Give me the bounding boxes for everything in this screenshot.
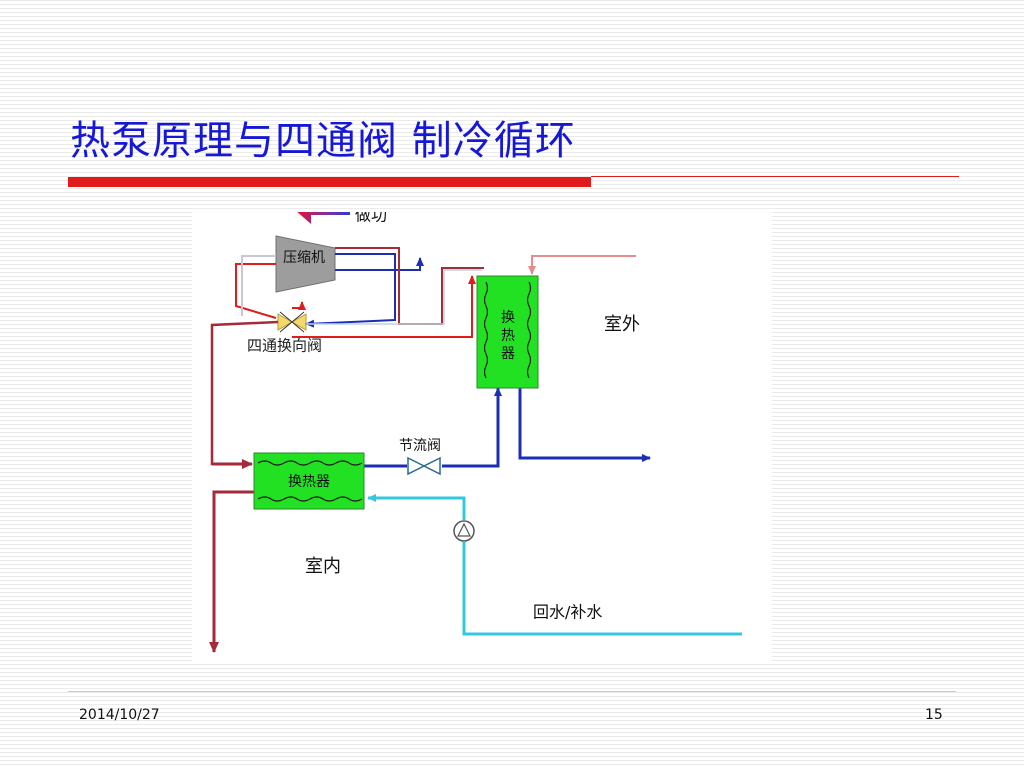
footer-date: 2014/10/27 — [79, 707, 160, 723]
pump-icon — [453, 520, 475, 542]
four-way-valve — [277, 311, 307, 333]
outdoor-exchanger-char-2: 热 — [501, 328, 515, 344]
diagram-panel: 做功 压缩机 四通换向阀 — [192, 212, 772, 662]
compressor — [275, 235, 336, 293]
work-arrow — [297, 212, 350, 224]
four-way-valve-label: 四通换向阀 — [247, 337, 322, 355]
heat-pump-diagram: 做功 压缩机 四通换向阀 — [209, 212, 742, 653]
refrigerant-pipes — [209, 247, 742, 653]
indoor-label: 室内 — [305, 556, 341, 577]
title-underline-thin — [591, 176, 959, 177]
outdoor-exchanger-char-1: 换 — [501, 309, 515, 326]
work-label: 做功 — [355, 212, 387, 225]
page-number: 15 — [925, 707, 943, 723]
compressor-loop-pipes — [235, 253, 424, 328]
slide-title: 热泵原理与四通阀 制冷循环 — [70, 118, 576, 164]
indoor-heat-exchanger — [253, 452, 365, 510]
compressor-label: 压缩机 — [283, 250, 325, 266]
indoor-exchanger-label: 换热器 — [288, 473, 330, 490]
outdoor-exchanger-char-3: 器 — [501, 346, 515, 362]
title-underline-thick — [68, 177, 591, 187]
footer-divider — [68, 691, 956, 692]
throttle-valve — [407, 456, 441, 476]
outdoor-label: 室外 — [604, 314, 640, 335]
return-water-label: 回水/补水 — [533, 603, 602, 622]
outdoor-heat-exchanger — [476, 275, 539, 389]
throttle-valve-label: 节流阀 — [399, 438, 441, 454]
